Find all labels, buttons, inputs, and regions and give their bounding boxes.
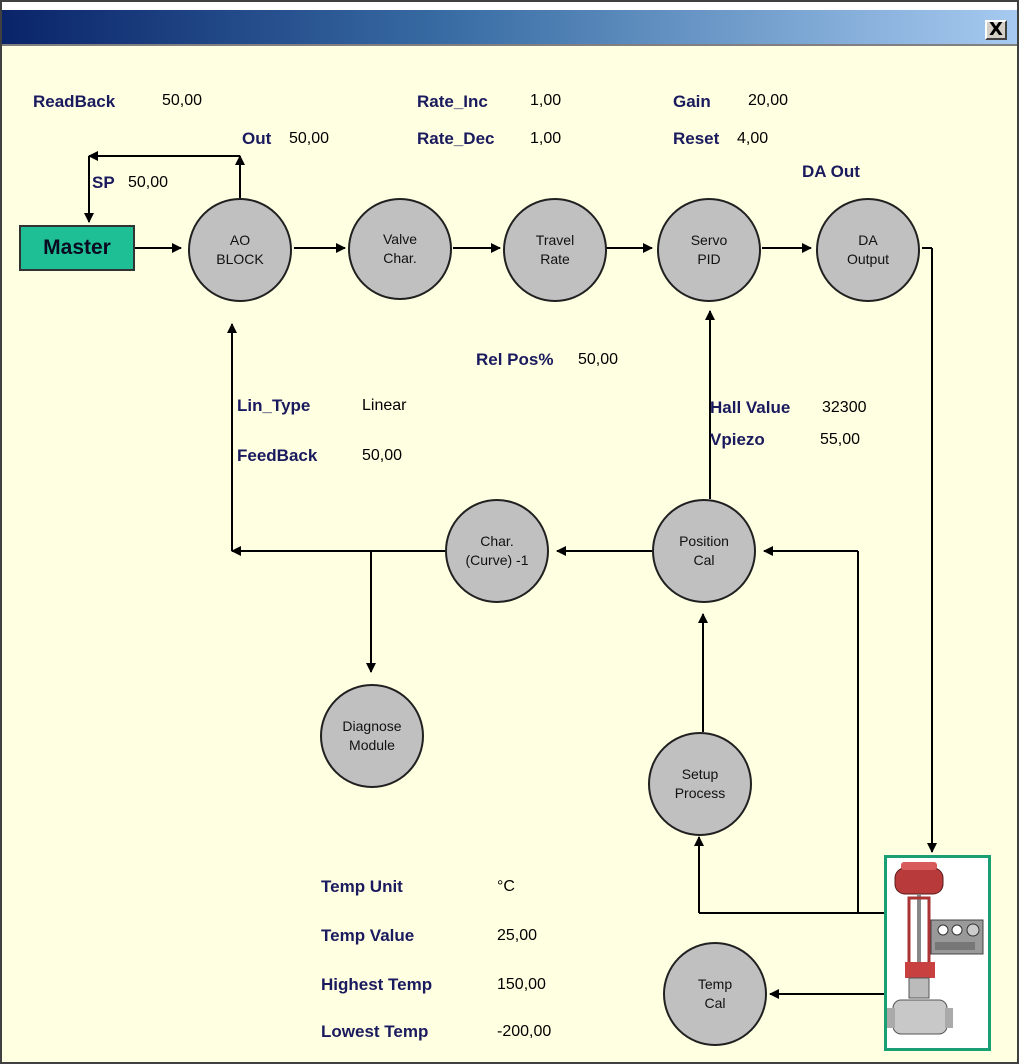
- rel-pos-label: Rel Pos%: [476, 350, 554, 369]
- temp-value-label: Temp Value: [321, 926, 415, 945]
- temp-unit-label: Temp Unit: [321, 877, 403, 896]
- lowest-temp-value: -200,00: [497, 1023, 552, 1040]
- rate-dec-label: Rate_Dec: [417, 129, 495, 148]
- valve-char-node[interactable]: Valve Char.: [348, 198, 452, 300]
- setup-process-node[interactable]: Setup Process: [648, 732, 752, 836]
- readback-label: ReadBack: [33, 92, 116, 111]
- position-cal-node[interactable]: Position Cal: [652, 499, 756, 603]
- rate-inc-label: Rate_Inc: [417, 92, 488, 111]
- reset-value: 4,00: [737, 130, 769, 147]
- valve-drawing: [887, 862, 984, 1035]
- out-value: 50,00: [289, 130, 330, 147]
- block-diagram: ReadBack 50,00 Out 50,00 SP 50,00 Rate_I…: [12, 44, 1012, 1054]
- highest-temp-label: Highest Temp: [321, 975, 433, 994]
- rel-pos-value: 50,00: [578, 351, 619, 368]
- hall-value-value: 32300: [822, 399, 867, 416]
- lowest-temp-label: Lowest Temp: [321, 1022, 429, 1041]
- travel-rate-node[interactable]: Travel Rate: [503, 198, 607, 302]
- highest-temp-value: 150,00: [497, 976, 546, 993]
- control-valve-icon[interactable]: [884, 855, 991, 1051]
- char-curve-node[interactable]: Char. (Curve) -1: [445, 499, 549, 603]
- out-label: Out: [242, 129, 272, 148]
- vpiezo-value: 55,00: [820, 431, 861, 448]
- sp-label: SP: [92, 173, 115, 192]
- lin-type-value: Linear: [362, 397, 407, 414]
- ao-block-node[interactable]: AO BLOCK: [188, 198, 292, 302]
- temp-cal-node[interactable]: Temp Cal: [663, 942, 767, 1046]
- close-button[interactable]: X: [985, 20, 1007, 40]
- readback-value: 50,00: [162, 92, 203, 109]
- temp-value-value: 25,00: [497, 927, 538, 944]
- rate-dec-value: 1,00: [530, 130, 562, 147]
- rate-inc-value: 1,00: [530, 92, 562, 109]
- gain-value: 20,00: [748, 92, 789, 109]
- master-block[interactable]: Master: [19, 225, 135, 271]
- gain-label: Gain: [673, 92, 711, 111]
- hall-value-label: Hall Value: [710, 398, 791, 417]
- feedback-value: 50,00: [362, 447, 403, 464]
- lin-type-label: Lin_Type: [237, 396, 311, 415]
- servo-pid-node[interactable]: Servo PID: [657, 198, 761, 302]
- sp-value: 50,00: [128, 174, 169, 191]
- reset-label: Reset: [673, 129, 720, 148]
- title-bar[interactable]: X: [2, 2, 1017, 46]
- diagnose-module-node[interactable]: Diagnose Module: [320, 684, 424, 788]
- temp-unit-value: °C: [497, 878, 515, 895]
- vpiezo-label: Vpiezo: [710, 430, 765, 449]
- da-out-label: DA Out: [802, 162, 860, 181]
- da-output-node[interactable]: DA Output: [816, 198, 920, 302]
- feedback-label: FeedBack: [237, 446, 318, 465]
- signal-connections: [84, 151, 937, 999]
